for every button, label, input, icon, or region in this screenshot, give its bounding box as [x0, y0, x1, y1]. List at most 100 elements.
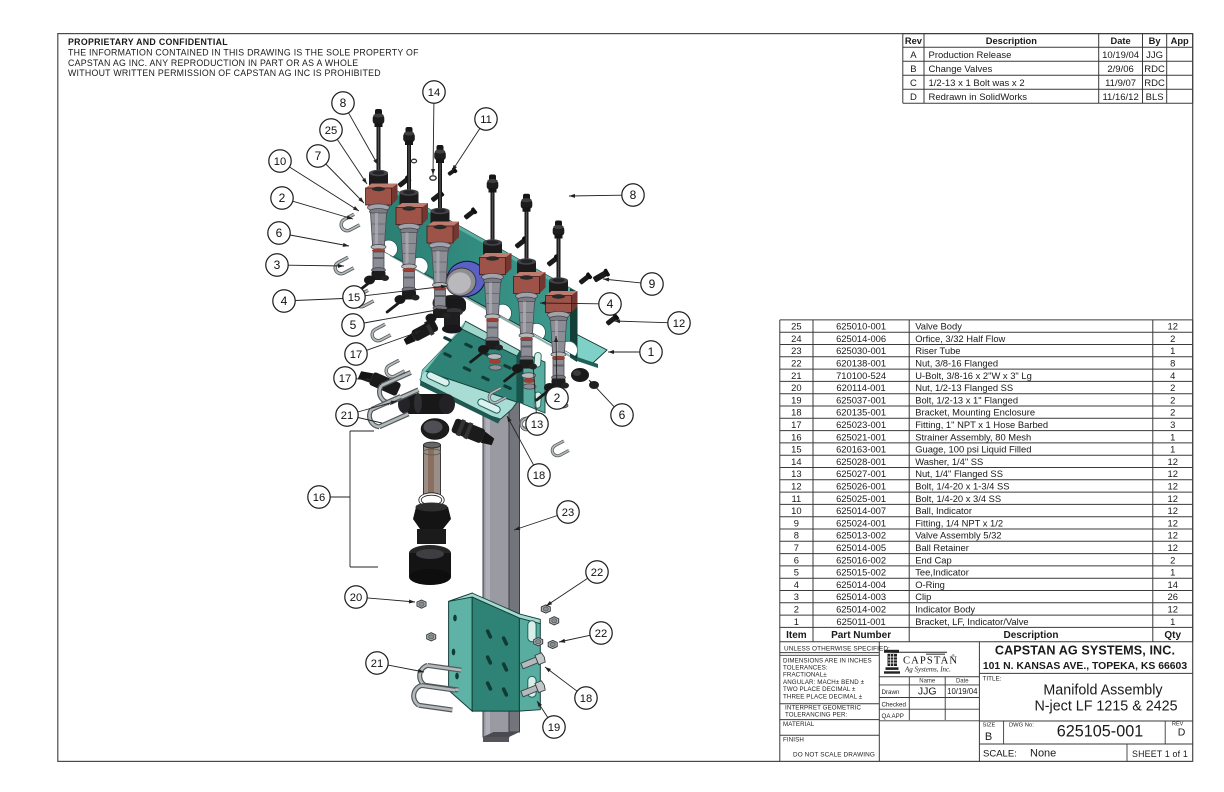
svg-text:625027-001: 625027-001 [836, 468, 886, 479]
svg-text:Qty: Qty [1164, 630, 1181, 641]
svg-text:10: 10 [274, 156, 286, 168]
svg-text:12: 12 [1168, 542, 1178, 553]
svg-text:Rev: Rev [905, 36, 923, 46]
svg-text:FINISH: FINISH [783, 737, 804, 744]
svg-text:11/9/07: 11/9/07 [1105, 78, 1136, 89]
svg-text:25: 25 [325, 125, 337, 137]
svg-text:INTERPRET GEOMETRIC: INTERPRET GEOMETRIC [785, 705, 861, 712]
svg-text:Washer, 1/4" SS: Washer, 1/4" SS [915, 456, 983, 467]
svg-text:App: App [1171, 36, 1189, 46]
svg-text:2: 2 [1170, 382, 1175, 393]
svg-text:14: 14 [791, 456, 801, 467]
svg-text:625105-001: 625105-001 [1057, 723, 1143, 741]
svg-text:1: 1 [1170, 616, 1175, 627]
svg-text:Drawn: Drawn [882, 689, 900, 696]
svg-text:625011-001: 625011-001 [836, 616, 885, 627]
svg-text:16: 16 [791, 431, 801, 442]
svg-text:625013-002: 625013-002 [836, 530, 886, 541]
svg-text:2: 2 [1170, 394, 1175, 405]
svg-text:14: 14 [1168, 579, 1178, 590]
svg-text:N-ject LF 1215 & 2425: N-ject LF 1215 & 2425 [1034, 699, 1177, 715]
svg-text:Orfice, 3/32 Half Flow: Orfice, 3/32 Half Flow [915, 333, 1005, 344]
svg-text:CAPSTAN AG SYSTEMS, INC.: CAPSTAN AG SYSTEMS, INC. [995, 644, 1175, 658]
svg-text:D: D [1178, 727, 1186, 739]
svg-text:625014-005: 625014-005 [836, 542, 886, 553]
svg-text:FRACTIONAL±: FRACTIONAL± [783, 672, 827, 679]
svg-text:10/19/04: 10/19/04 [947, 687, 978, 696]
svg-text:23: 23 [791, 345, 801, 356]
svg-text:12: 12 [1168, 604, 1178, 615]
svg-text:8: 8 [340, 96, 347, 110]
svg-text:710100-524: 710100-524 [836, 370, 886, 381]
svg-text:C: C [910, 78, 917, 89]
svg-text:U-Bolt, 3/8-16 x 2"W x 3" Lg: U-Bolt, 3/8-16 x 2"W x 3" Lg [915, 370, 1032, 381]
svg-text:SHEET 1 of 1: SHEET 1 of 1 [1132, 749, 1188, 759]
svg-text:625026-001: 625026-001 [836, 481, 886, 492]
svg-text:TWO PLACE DECIMAL ±: TWO PLACE DECIMAL ± [783, 686, 856, 693]
svg-text:12: 12 [791, 481, 801, 492]
svg-text:Bolt, 1/4-20 x 3/4 SS: Bolt, 1/4-20 x 3/4 SS [915, 493, 1001, 504]
svg-text:RDC: RDC [1144, 64, 1165, 75]
svg-text:TITLE:: TITLE: [983, 676, 1002, 683]
svg-text:2/9/06: 2/9/06 [1107, 64, 1133, 75]
svg-text:25: 25 [791, 321, 801, 332]
svg-text:CAPSTAN: CAPSTAN [903, 656, 958, 667]
svg-text:SIZE: SIZE [983, 723, 996, 729]
svg-text:Nut, 1/2-13 Flanged SS: Nut, 1/2-13 Flanged SS [915, 382, 1013, 393]
svg-text:Item: Item [786, 630, 807, 641]
svg-text:12: 12 [1168, 493, 1178, 504]
svg-text:1: 1 [648, 345, 655, 359]
svg-text:2: 2 [1170, 407, 1175, 418]
svg-text:5: 5 [794, 567, 799, 578]
svg-text:10/19/04: 10/19/04 [1102, 50, 1139, 61]
svg-text:DWG No:: DWG No: [1009, 723, 1034, 729]
svg-text:JJG: JJG [918, 686, 937, 698]
svg-text:By: By [1149, 36, 1162, 46]
svg-text:625014-007: 625014-007 [836, 505, 886, 516]
svg-text:625016-002: 625016-002 [836, 554, 886, 565]
svg-text:None: None [1030, 747, 1056, 759]
svg-text:17: 17 [791, 419, 801, 430]
svg-text:O-Ring: O-Ring [915, 579, 945, 590]
svg-text:ANGULAR: MACH± BEND ±: ANGULAR: MACH± BEND ± [783, 679, 865, 686]
svg-text:THE INFORMATION CONTAINED IN T: THE INFORMATION CONTAINED IN THIS DRAWIN… [68, 47, 419, 57]
svg-text:20: 20 [350, 592, 362, 604]
svg-text:DIMENSIONS ARE IN INCHES: DIMENSIONS ARE IN INCHES [783, 658, 872, 665]
svg-text:20: 20 [791, 382, 801, 393]
svg-text:24: 24 [791, 333, 801, 344]
svg-text:101 N. KANSAS AVE., TOPEKA, KS: 101 N. KANSAS AVE., TOPEKA, KS 66603 [983, 661, 1187, 672]
svg-text:4: 4 [794, 579, 799, 590]
svg-text:625014-003: 625014-003 [836, 591, 886, 602]
svg-text:4: 4 [607, 297, 614, 311]
svg-text:1: 1 [1170, 345, 1175, 356]
svg-text:2: 2 [279, 191, 286, 205]
svg-text:625014-006: 625014-006 [836, 333, 886, 344]
svg-text:21: 21 [791, 370, 801, 381]
svg-text:625015-002: 625015-002 [836, 567, 886, 578]
svg-text:Description: Description [986, 36, 1037, 46]
svg-text:Change Valves: Change Valves [929, 64, 993, 75]
svg-text:12: 12 [1168, 468, 1178, 479]
svg-text:Nut, 3/8-16 Flanged: Nut, 3/8-16 Flanged [915, 358, 998, 369]
svg-text:625030-001: 625030-001 [836, 345, 886, 356]
svg-text:Tee,Indicator: Tee,Indicator [915, 567, 969, 578]
svg-text:THREE PLACE DECIMAL ±: THREE PLACE DECIMAL ± [783, 694, 863, 701]
svg-text:JJG: JJG [1146, 50, 1163, 61]
svg-text:Fitting, 1/4 NPT x 1/2: Fitting, 1/4 NPT x 1/2 [915, 517, 1003, 528]
svg-text:B: B [985, 731, 992, 743]
svg-text:Description: Description [1003, 630, 1058, 641]
svg-text:12: 12 [1168, 321, 1178, 332]
svg-text:18: 18 [580, 693, 592, 705]
svg-text:2: 2 [1170, 554, 1175, 565]
svg-text:625037-001: 625037-001 [836, 394, 886, 405]
svg-text:Riser Tube: Riser Tube [915, 345, 960, 356]
svg-text:6: 6 [794, 554, 799, 565]
svg-text:DO NOT SCALE DRAWING: DO NOT SCALE DRAWING [793, 752, 875, 759]
svg-text:3: 3 [1170, 419, 1175, 430]
svg-text:17: 17 [350, 349, 362, 361]
svg-text:®: ® [952, 653, 956, 658]
svg-text:BLS: BLS [1146, 92, 1164, 103]
svg-text:8: 8 [1170, 358, 1175, 369]
svg-text:Redrawn in SolidWorks: Redrawn in SolidWorks [929, 92, 1028, 103]
svg-text:Valve Body: Valve Body [915, 321, 962, 332]
